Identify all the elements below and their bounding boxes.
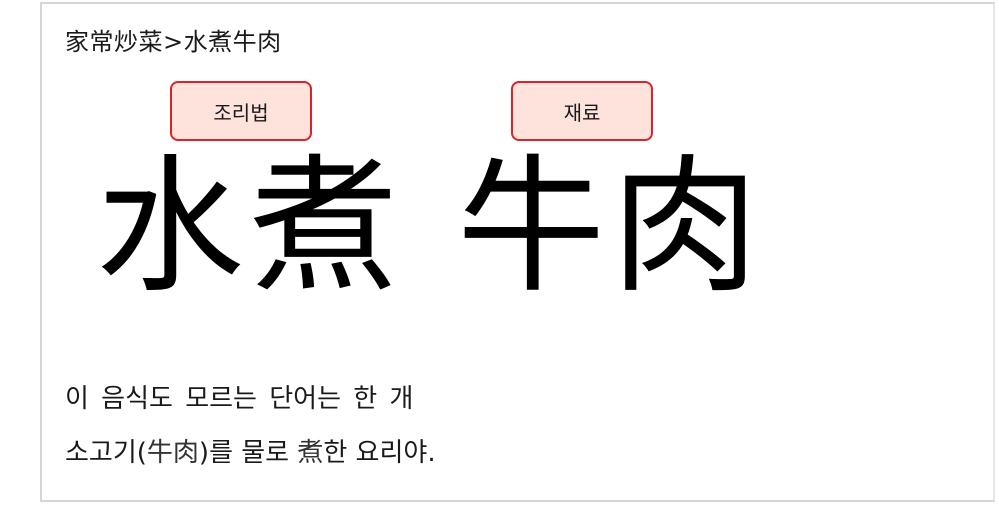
recipe-button-label: 조리법: [213, 100, 269, 125]
ingredients-button[interactable]: 재료: [511, 81, 653, 141]
boil-word[interactable]: 煮: [297, 438, 324, 468]
description-text: )를 물로: [198, 438, 298, 468]
description-text: 소고기(: [65, 438, 147, 468]
dish-title: 水煮 牛肉: [96, 141, 766, 313]
description-line-2: 소고기(牛肉)를 물로 煮한 요리야.: [65, 432, 436, 469]
breadcrumb-current-dish: 水煮牛肉: [183, 28, 282, 56]
description-text: 한 요리야.: [323, 438, 436, 468]
breadcrumb: 家常炒菜>水煮牛肉: [65, 22, 282, 57]
ingredients-button-label: 재료: [563, 100, 601, 125]
content-panel: 家常炒菜>水煮牛肉 조리법 재료 水煮 牛肉 이 음식도 모르는 단어는 한 개…: [40, 2, 995, 502]
beef-word[interactable]: 牛肉: [146, 438, 199, 468]
breadcrumb-category[interactable]: 家常炒菜: [65, 28, 163, 56]
recipe-button[interactable]: 조리법: [170, 81, 312, 141]
description-line-1: 이 음식도 모르는 단어는 한 개: [65, 384, 414, 414]
breadcrumb-separator: >: [163, 28, 184, 56]
